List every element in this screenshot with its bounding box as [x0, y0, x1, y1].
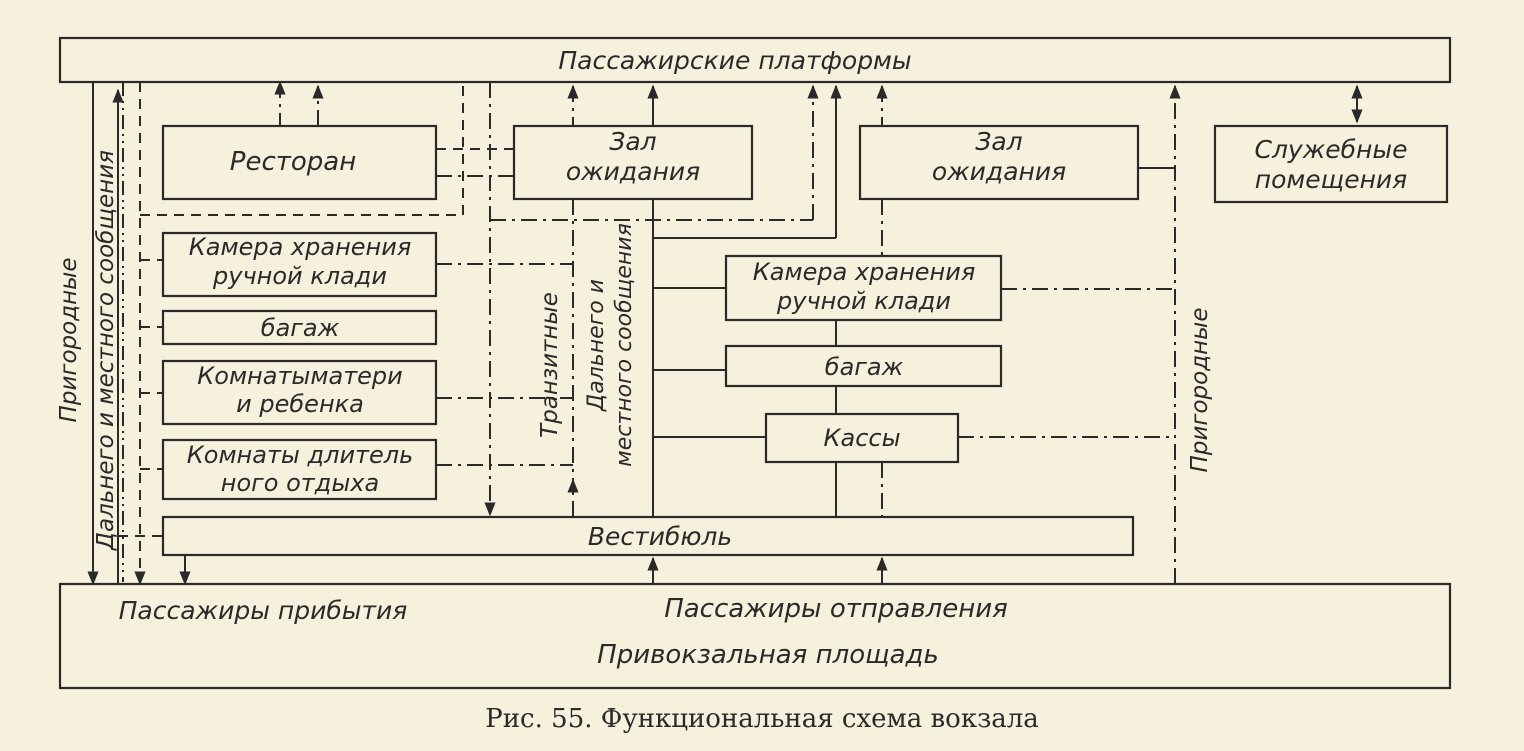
suburban-right-label: Пригородные: [1187, 308, 1213, 473]
baggage-right-label: багаж: [825, 353, 904, 381]
transit-label: Транзитные: [537, 292, 563, 438]
restaurant-label: Ресторан: [230, 147, 356, 177]
suburban-left-label: Пригородные: [56, 258, 82, 423]
arrival-passengers-label: Пассажиры прибытия: [119, 596, 408, 625]
departure-passengers-label: Пассажиры отправления: [664, 594, 1008, 624]
service-rooms-box: [1213, 124, 1449, 204]
figure-caption: Рис. 55. Функциональная схема вокзала: [485, 704, 1039, 734]
station-square-label: Привокзальная площадь: [597, 640, 939, 670]
baggage-right-box: [724, 344, 1003, 388]
vestibule-label: Вестибюль: [588, 522, 732, 551]
restaurant-box: [161, 124, 438, 201]
platforms-box: [58, 36, 1452, 84]
platforms-label: Пассажирские платформы: [558, 46, 911, 75]
station-square-box: [58, 582, 1452, 690]
vestibule-box: [161, 515, 1135, 557]
waiting-hall-left-box: [512, 124, 754, 201]
ticket-office-label: Кассы: [823, 424, 900, 452]
baggage-left-label: багаж: [261, 314, 340, 342]
waiting-hall-right-box: [858, 124, 1140, 201]
long-local-left-label: Дальнего и местного сообщения: [93, 150, 119, 551]
